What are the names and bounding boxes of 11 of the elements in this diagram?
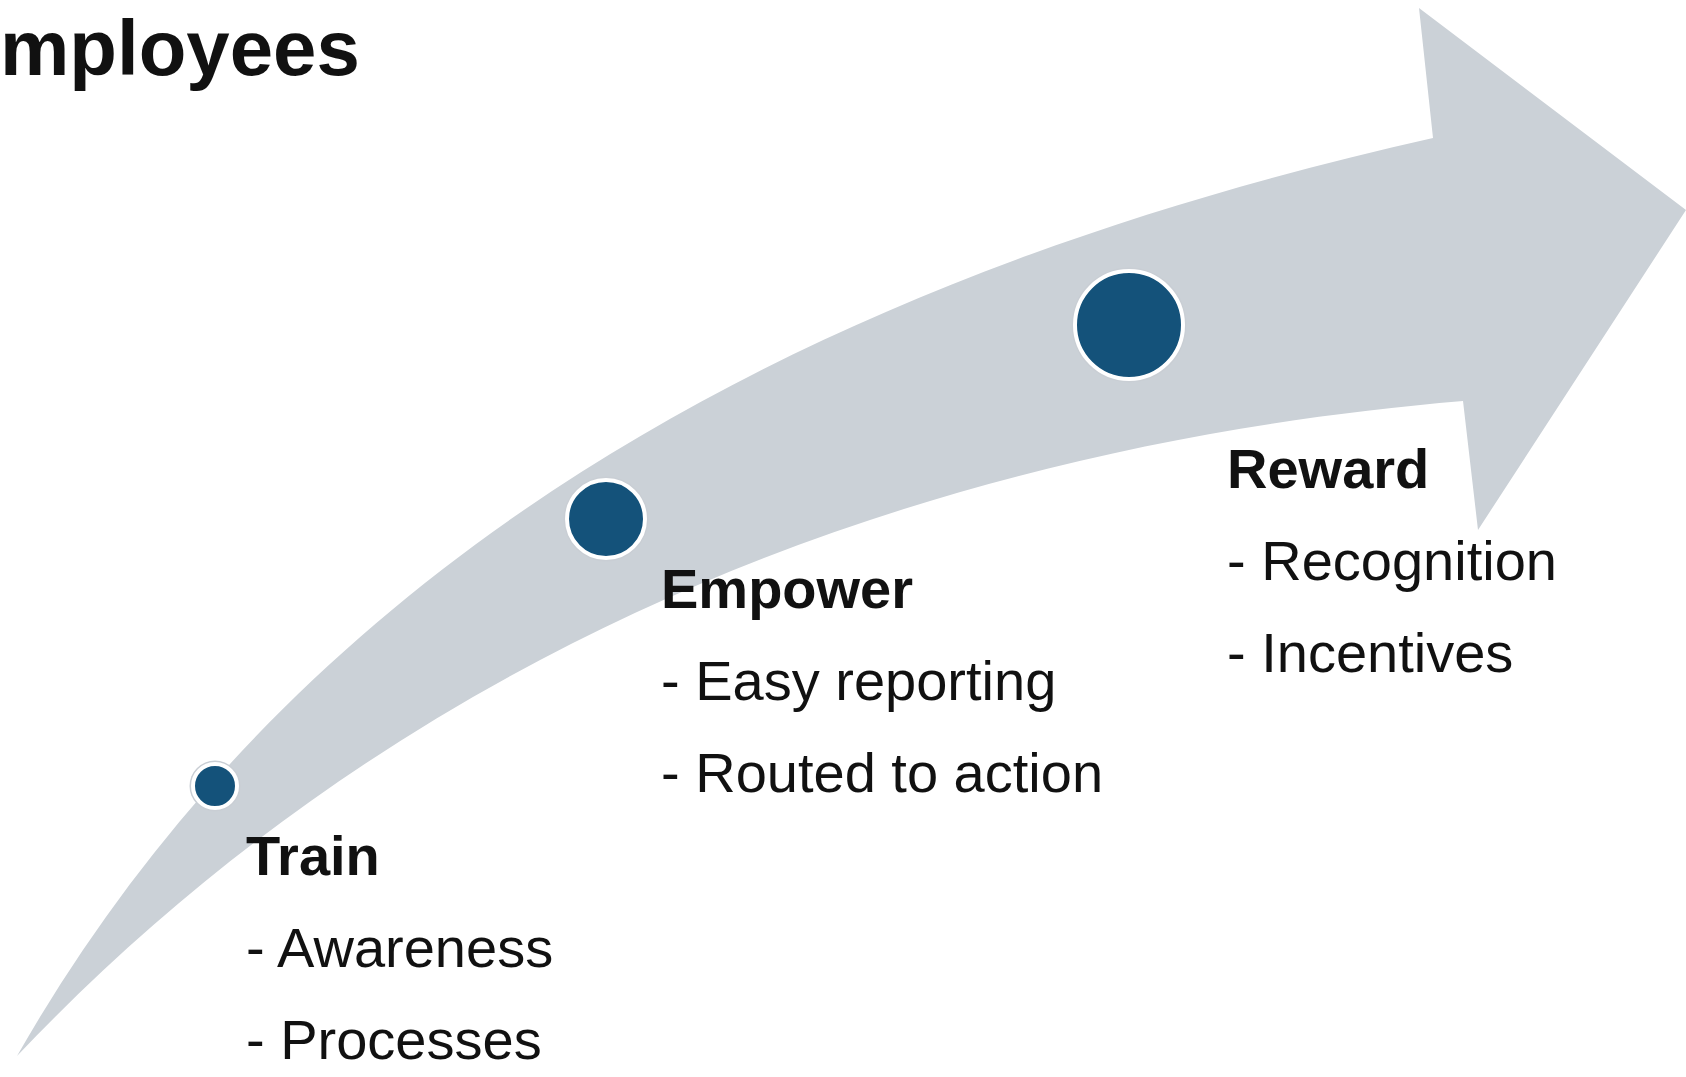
stage-item: - Routed to action [661,740,1104,806]
stage-item: - Recognition [1227,528,1557,594]
stage-heading: Reward [1227,436,1431,502]
stage-item: - Processes [246,1007,543,1073]
stage-heading: Train [246,823,381,889]
milestone-dot [191,762,239,810]
stage-item: - Incentives [1227,620,1515,686]
stage-heading: Empower [661,556,915,622]
stage-item: - Awareness [246,915,554,981]
title: mployees [0,3,360,94]
stage-item: - Easy reporting [661,648,1058,714]
